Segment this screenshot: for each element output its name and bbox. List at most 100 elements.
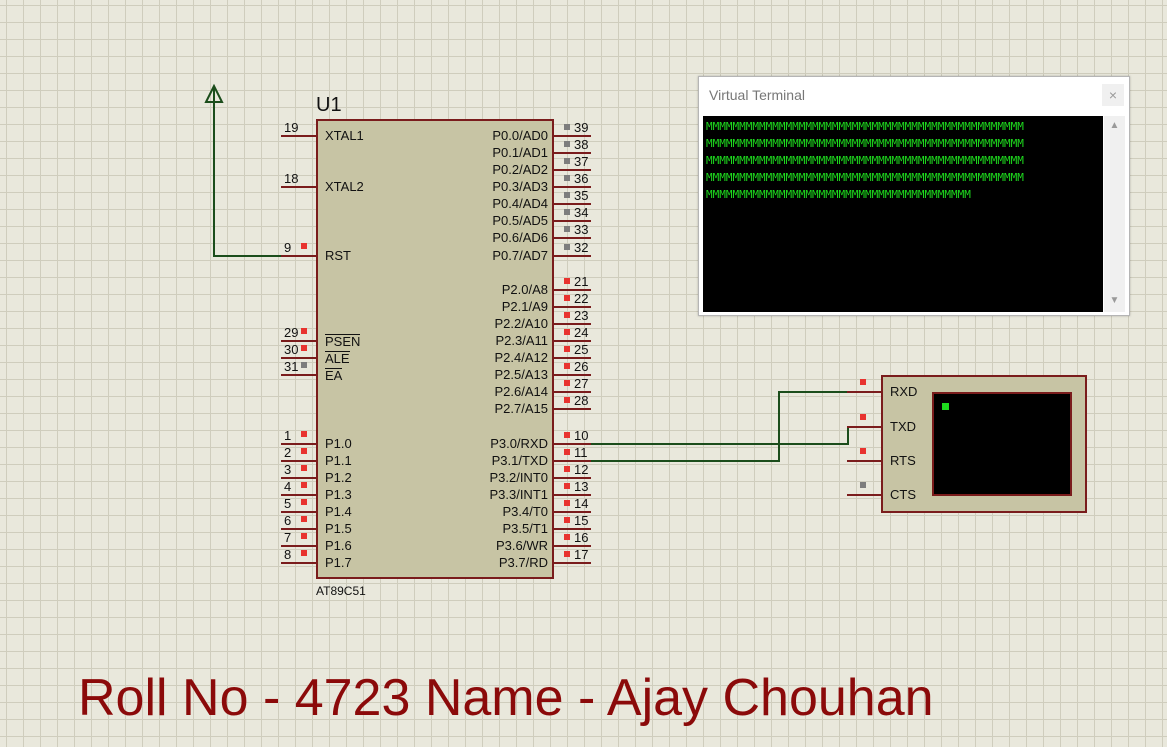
pin-label: P3.2/INT0 (489, 470, 548, 485)
pin-state-indicator (564, 397, 570, 403)
pin-state-indicator (301, 243, 307, 249)
rst-wire[interactable] (213, 88, 281, 257)
component-part-number: AT89C51 (316, 584, 366, 598)
pin-state-indicator (564, 380, 570, 386)
pin-number: 28 (574, 393, 589, 408)
pin-number: 16 (574, 530, 589, 545)
pin-state-indicator (564, 534, 570, 540)
terminal-pin-label: RTS (890, 453, 916, 468)
scroll-up-icon[interactable]: ▲ (1109, 120, 1120, 131)
terminal-output-line: MMMMMMMMMMMMMMMMMMMMMMMMMMMMMMMMMMMMMMMM… (706, 137, 1024, 150)
pin-label: P3.5/T1 (502, 521, 548, 536)
pin-label: P3.1/TXD (491, 453, 548, 468)
pin-state-indicator (301, 550, 307, 556)
pin-state-indicator (564, 141, 570, 147)
pin-state-indicator (301, 362, 307, 368)
scroll-down-icon[interactable]: ▼ (1109, 295, 1120, 306)
terminal-pin-label: RXD (890, 384, 918, 399)
pin-state-indicator (301, 482, 307, 488)
pin-label: P1.5 (325, 521, 352, 536)
pin-state-indicator (301, 448, 307, 454)
pin-number: 37 (574, 154, 589, 169)
pin-number: 9 (284, 240, 292, 255)
pin-number: 24 (574, 325, 589, 340)
pin-label: EA (325, 368, 343, 383)
pin-state-indicator (564, 483, 570, 489)
pin-number: 32 (574, 240, 589, 255)
terminal-output-line: MMMMMMMMMMMMMMMMMMMMMMMMMMMMMMMMMMMMMMMM… (706, 120, 1024, 133)
pin-state-indicator (860, 414, 866, 420)
pin-label: P0.2/AD2 (492, 162, 548, 177)
pin-number: 39 (574, 120, 589, 135)
pin-label: P3.3/INT1 (489, 487, 548, 502)
pin-state-indicator (860, 448, 866, 454)
pin-state-indicator (301, 465, 307, 471)
pin-state-indicator (564, 551, 570, 557)
footer-caption: Roll No - 4723 Name - Ajay Chouhan (78, 669, 934, 727)
pin-number: 10 (574, 428, 589, 443)
pin-state-indicator (301, 431, 307, 437)
pin-state-indicator (564, 295, 570, 301)
pin-label: XTAL2 (325, 179, 364, 194)
pin-label: P2.0/A8 (501, 282, 548, 297)
pin-label: P0.1/AD1 (492, 145, 548, 160)
pin-number: 7 (284, 530, 292, 545)
pin-number: 4 (284, 479, 292, 494)
virtual-terminal-title: Virtual Terminal (709, 87, 805, 103)
power-terminal-icon[interactable] (204, 83, 224, 103)
close-button[interactable]: × (1102, 84, 1124, 106)
pin-label: P0.7/AD7 (492, 248, 548, 263)
pin-number: 19 (284, 120, 299, 135)
pin-label: P3.6/WR (495, 538, 548, 553)
pin-number: 31 (284, 359, 299, 374)
p31-txd-wire[interactable] (591, 391, 870, 462)
pin-label: PSEN (325, 334, 361, 349)
vertical-scrollbar[interactable]: ▲ ▼ (1104, 116, 1125, 312)
microcontroller-body[interactable] (316, 119, 554, 579)
pin-state-indicator (564, 500, 570, 506)
pin-label: P2.2/A10 (494, 316, 549, 331)
pin-state-indicator (301, 345, 307, 351)
virtual-terminal-component[interactable] (881, 375, 1087, 513)
pin-label: P0.4/AD4 (492, 196, 548, 211)
terminal-output[interactable]: MMMMMMMMMMMMMMMMMMMMMMMMMMMMMMMMMMMMMMMM… (703, 116, 1103, 312)
pin-state-indicator (564, 226, 570, 232)
pin-number: 34 (574, 205, 589, 220)
pin-state-indicator (564, 158, 570, 164)
terminal-pin-label: TXD (890, 419, 916, 434)
pin-number: 11 (574, 445, 588, 460)
pin-number: 1 (284, 428, 292, 443)
pin-number: 5 (284, 496, 292, 511)
pin-number: 13 (574, 479, 589, 494)
pin-state-indicator (564, 209, 570, 215)
virtual-terminal-window[interactable]: Virtual Terminal × MMMMMMMMMMMMMMMMMMMMM… (698, 76, 1130, 316)
pin-label: P2.3/A11 (495, 333, 548, 348)
pin-state-indicator (564, 244, 570, 250)
pin-label: P3.4/T0 (502, 504, 548, 519)
pin-number: 6 (284, 513, 292, 528)
pin-label: P1.2 (325, 470, 352, 485)
pin-state-indicator (564, 517, 570, 523)
pin-label: P1.1 (325, 453, 352, 468)
pin-state-indicator (564, 175, 570, 181)
pin-label: P3.0/RXD (490, 436, 548, 451)
pin-number: 12 (574, 462, 589, 477)
pin-number: 35 (574, 188, 589, 203)
p30-rxd-wire[interactable] (591, 426, 870, 445)
pin-label: P0.0/AD0 (492, 128, 548, 143)
pin-state-indicator (301, 533, 307, 539)
terminal-output-line: MMMMMMMMMMMMMMMMMMMMMMMMMMMMMMMMMMMMMMMM… (706, 154, 1024, 167)
terminal-output-line: MMMMMMMMMMMMMMMMMMMMMMMMMMMMMMMMMMMMMMMM… (706, 171, 1024, 184)
pin-number: 3 (284, 462, 292, 477)
pin-number: 21 (574, 274, 589, 289)
pin-state-indicator (564, 363, 570, 369)
pin-number: 15 (574, 513, 589, 528)
pin-state-indicator (301, 328, 307, 334)
pin-state-indicator (301, 499, 307, 505)
pin-label: P3.7/RD (498, 555, 548, 570)
pin-number: 17 (574, 547, 589, 562)
terminal-cursor-icon (942, 403, 949, 410)
pin-stubs (281, 130, 883, 564)
terminal-output-line: MMMMMMMMMMMMMMMMMMMMMMMMMMMMMMMMMMMMMMMM (706, 188, 971, 201)
pin-state-indicator (564, 432, 570, 438)
